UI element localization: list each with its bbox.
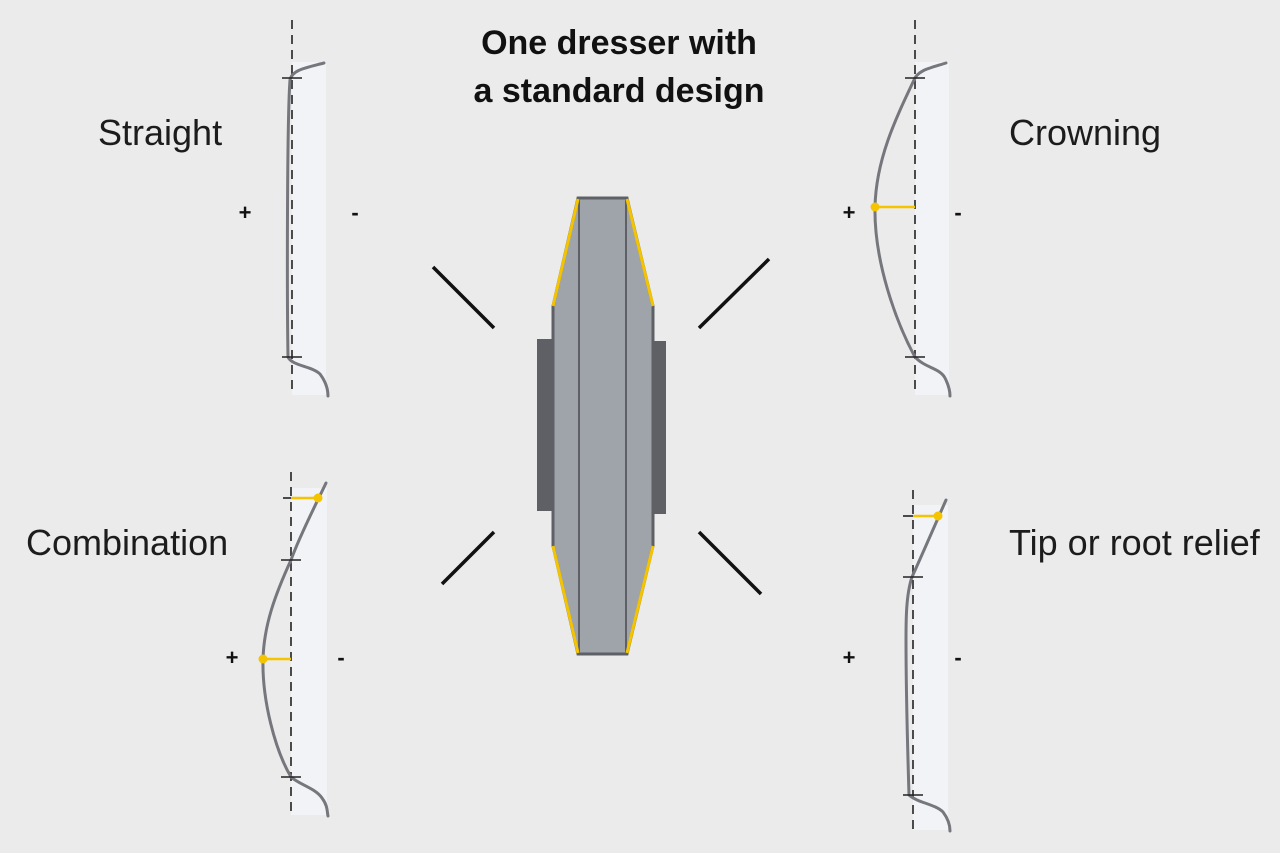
profile-label: Tip or root relief <box>1009 522 1261 563</box>
profile-curve <box>873 61 952 398</box>
profile-label: Crowning <box>1009 112 1161 153</box>
connector-line-tip-relief <box>697 530 763 596</box>
connector-line-combination <box>440 530 496 586</box>
minus-sign: - <box>337 645 344 670</box>
profile-curve <box>285 61 330 398</box>
plus-sign: + <box>843 645 856 670</box>
tip-relief-point <box>313 493 323 503</box>
profile-straight: Straight + - <box>98 20 359 398</box>
tooth-shade <box>292 62 326 395</box>
profile-curve <box>904 498 952 833</box>
plus-sign: + <box>226 645 239 670</box>
tooth-shade <box>915 62 949 395</box>
dressing-edge <box>625 198 655 307</box>
dressing-edge <box>551 198 580 307</box>
profile-label: Combination <box>26 522 228 563</box>
crowning-point <box>258 654 268 664</box>
left-hub <box>537 339 555 511</box>
title-line-2: a standard design <box>474 72 765 110</box>
plus-sign: + <box>239 200 252 225</box>
connector-line-straight <box>431 265 496 330</box>
tooth-shade <box>913 505 948 830</box>
dressing-edge <box>551 545 580 654</box>
dresser-wheel <box>537 196 666 656</box>
title-line-1: One dresser with <box>481 24 757 62</box>
profile-combination: Combination + - <box>26 472 345 818</box>
minus-sign: - <box>351 200 358 225</box>
minus-sign: - <box>954 200 961 225</box>
plus-sign: + <box>843 200 856 225</box>
connector-line-crowning <box>697 257 771 330</box>
profile-tip-root-relief: Tip or root relief + - <box>843 490 1261 833</box>
dresser-body <box>551 196 655 656</box>
tooth-shade <box>291 488 327 815</box>
tip-relief-point <box>933 511 943 521</box>
minus-sign: - <box>954 645 961 670</box>
profile-curve <box>261 481 330 818</box>
dressing-edge <box>625 545 655 654</box>
profile-label: Straight <box>98 112 222 153</box>
profile-crowning: Crowning + - <box>843 20 1161 398</box>
crowning-point <box>870 202 880 212</box>
